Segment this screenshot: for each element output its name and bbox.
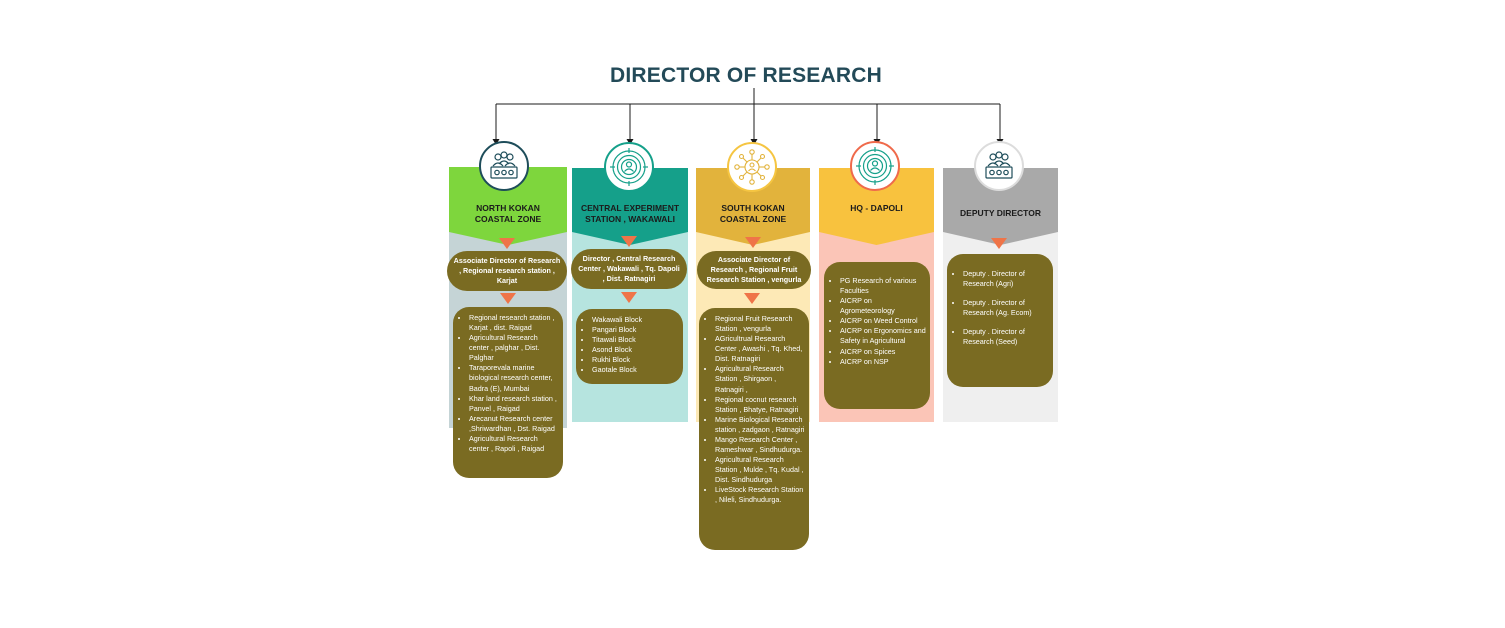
down-arrow-icon [745, 237, 761, 248]
header-chevron [819, 168, 934, 245]
target-person-icon [856, 147, 894, 185]
sub-director-pill: Associate Director of Research , Regiona… [697, 251, 811, 289]
column-icon [604, 142, 654, 192]
target-person-icon [610, 148, 648, 186]
blocks-list-box: Wakawali Block Pangari Block Titawali Bl… [576, 309, 683, 384]
list-item: Asond Block [592, 345, 679, 355]
list-item: Regional cocnut research Station , Bhaty… [715, 395, 805, 415]
column-header: CENTRAL EXPERIMENT STATION , WAKAWALI [580, 203, 680, 224]
list-item: Deputy . Director of Research (Agri) [963, 269, 1049, 289]
sub-director-pill: Associate Director of Research , Regiona… [447, 251, 567, 291]
list-item: Agricultural Research center , palghar ,… [469, 333, 559, 363]
sub-director-pill: Director , Central Research Center , Wak… [571, 249, 687, 289]
list-item: Agricultural Research Station , Mulde , … [715, 455, 805, 485]
deputy-list: Deputy . Director of Research (Agri) Dep… [947, 269, 1049, 347]
programs-list: PG Research of various Faculties AICRP o… [824, 276, 926, 367]
column-header: DEPUTY DIRECTOR [960, 207, 1041, 218]
list-item: Deputy . Director of Research (Ag. Ecom) [963, 298, 1049, 318]
header-chevron [696, 168, 810, 245]
list-item: Rukhi Block [592, 355, 679, 365]
list-item: Gaotale Block [592, 365, 679, 375]
list-item: Regional research station , Karjat , dis… [469, 313, 559, 333]
list-item: Taraporevala marine biological research … [469, 363, 559, 393]
programs-list-box: PG Research of various Faculties AICRP o… [824, 262, 930, 409]
stations-list-box: Regional Fruit Research Station , vengur… [699, 308, 809, 550]
down-arrow-icon [621, 236, 637, 247]
list-item: AICRP on Weed Control [840, 316, 926, 326]
team-meeting-icon [985, 151, 1013, 179]
list-item: Pangari Block [592, 325, 679, 335]
list-item: AICRP on NSP [840, 357, 926, 367]
column-header: HQ - DAPOLI [850, 202, 903, 213]
list-item: Regional Fruit Research Station , vengur… [715, 314, 805, 334]
team-meeting-icon [490, 151, 518, 179]
header-chevron [572, 168, 688, 245]
list-item: Mango Research Center , Rameshwar , Sind… [715, 435, 805, 455]
column-icon [727, 142, 777, 192]
deputy-list-box: Deputy . Director of Research (Agri) Dep… [947, 254, 1053, 387]
list-item: PG Research of various Faculties [840, 276, 926, 296]
stations-list: Regional research station , Karjat , dis… [453, 313, 559, 454]
stations-list-box: Regional research station , Karjat , dis… [453, 307, 563, 478]
list-item: Khar land research station , Panvel , Ra… [469, 394, 559, 414]
list-item: Titawali Block [592, 335, 679, 345]
header-chevron [449, 167, 567, 245]
down-arrow-icon [500, 293, 516, 304]
down-arrow-icon [499, 238, 515, 249]
list-item: AGricultrual Research Center , Awashi , … [715, 334, 805, 364]
blocks-list: Wakawali Block Pangari Block Titawali Bl… [576, 315, 679, 375]
network-person-icon [734, 149, 770, 185]
column-icon [974, 141, 1024, 191]
list-item: Agricultural Research center , Rapoli , … [469, 434, 559, 454]
list-item: Deputy . Director of Research (Seed) [963, 327, 1049, 347]
list-item: LiveStock Research Station , Nileli, Sin… [715, 485, 805, 505]
list-item: Agricultural Research Station , Shirgaon… [715, 364, 805, 394]
down-arrow-icon [991, 238, 1007, 249]
list-item: AICRP on Agrometeorology [840, 296, 926, 316]
column-icon [850, 141, 900, 191]
column-header: NORTH KOKAN COASTAL ZONE [474, 203, 542, 224]
stations-list: Regional Fruit Research Station , vengur… [699, 314, 805, 505]
page-title: DIRECTOR OF RESEARCH [610, 64, 882, 87]
list-item: AICRP on Spices [840, 347, 926, 357]
column-header: SOUTH KOKAN COASTAL ZONE [719, 203, 787, 224]
list-item: AICRP on Ergonomics and Safety in Agricu… [840, 326, 926, 346]
down-arrow-icon [744, 293, 760, 304]
list-item: Wakawali Block [592, 315, 679, 325]
list-item: Arecanut Research center ,Shriwardhan , … [469, 414, 559, 434]
column-icon [479, 141, 529, 191]
header-chevron [943, 168, 1058, 245]
list-item: Marine Biological Research station , zad… [715, 415, 805, 435]
down-arrow-icon [621, 292, 637, 303]
